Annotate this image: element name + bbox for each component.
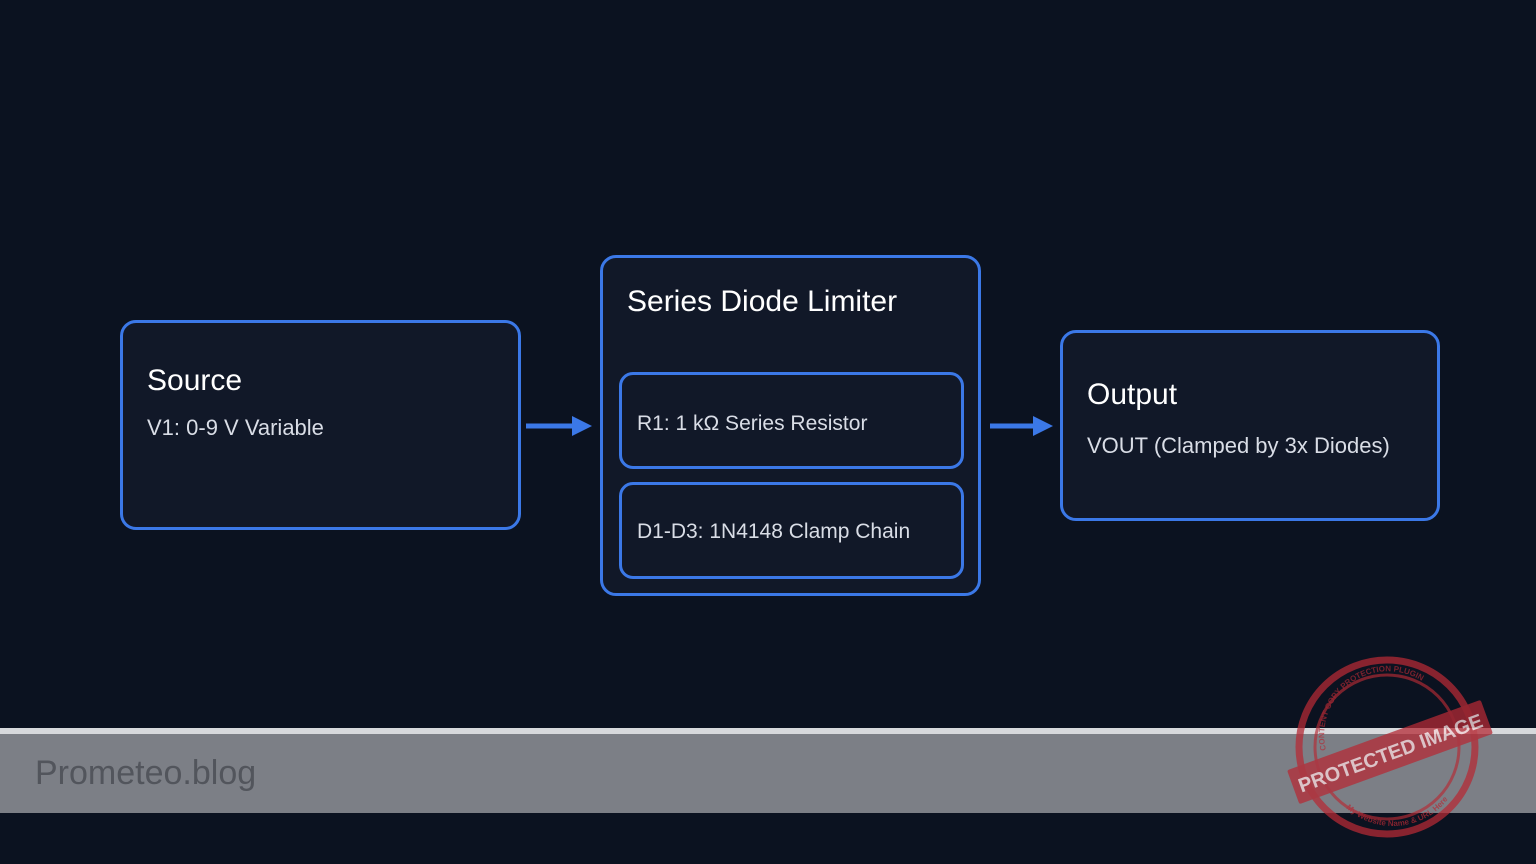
diode-chain-box: D1-D3: 1N4148 Clamp Chain — [619, 482, 964, 579]
protected-image-stamp: CONTENT COPY PROTECTION PLUGIN My Websit… — [1287, 656, 1493, 838]
arrow-limiter-to-output — [990, 416, 1053, 436]
source-box: Source V1: 0-9 V Variable — [120, 320, 521, 530]
limiter-box: Series Diode Limiter R1: 1 kΩ Series Res… — [600, 255, 981, 596]
source-title: Source — [147, 364, 243, 397]
arrow-source-to-limiter — [526, 416, 592, 436]
resistor-box: R1: 1 kΩ Series Resistor — [619, 372, 964, 469]
footer-band: Prometeo.blog — [0, 734, 1536, 813]
output-title: Output — [1087, 378, 1178, 411]
source-text: V1: 0-9 V Variable — [147, 415, 324, 440]
footer-divider — [0, 728, 1536, 734]
output-box: Output VOUT (Clamped by 3x Diodes) — [1060, 330, 1440, 521]
diode-chain-text: D1-D3: 1N4148 Clamp Chain — [637, 520, 911, 543]
output-text: VOUT (Clamped by 3x Diodes) — [1087, 433, 1390, 458]
footer-brand[interactable]: Prometeo.blog — [35, 754, 257, 792]
resistor-text: R1: 1 kΩ Series Resistor — [637, 412, 868, 435]
limiter-title: Series Diode Limiter — [627, 285, 898, 318]
